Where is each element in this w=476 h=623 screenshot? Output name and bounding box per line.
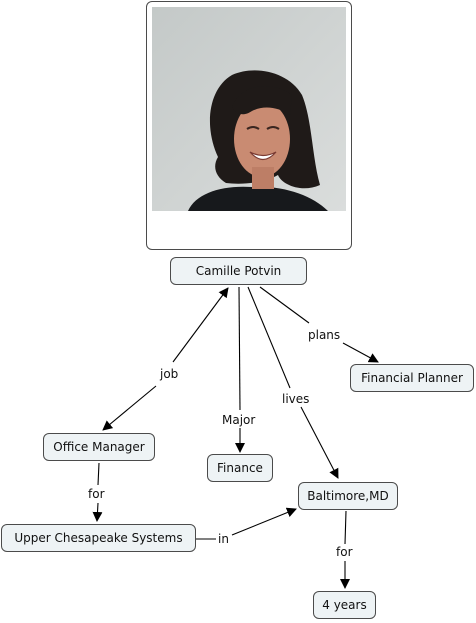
concept-camille-potvin[interactable]: Camille Potvin [170,257,307,285]
link-line-job-2 [172,287,229,363]
link-line-for-1b [92,502,103,522]
link-label-for-office[interactable]: for [86,487,107,501]
link-label-major[interactable]: Major [220,413,258,427]
link-label-lives[interactable]: lives [280,392,312,406]
concept-finance[interactable]: Finance [207,454,273,482]
link-label-job[interactable]: job [158,367,181,381]
link-label-for-baltimore[interactable]: for [334,545,355,559]
link-line-lives-1 [247,286,291,389]
link-line-plans-1 [259,286,310,324]
link-line-major-1 [238,286,241,411]
portrait-frame [146,1,352,250]
concept-four-years[interactable]: 4 years [313,591,376,619]
concept-baltimore[interactable]: Baltimore,MD [298,482,398,510]
link-line-in-2 [231,507,297,536]
concept-upper-chesapeake-systems[interactable]: Upper Chesapeake Systems [1,524,196,552]
link-line-lives-2 [300,406,339,479]
link-line-for-2a [344,510,347,545]
link-line-plans-2 [342,342,379,363]
concept-financial-planner[interactable]: Financial Planner [350,364,474,392]
link-label-in[interactable]: in [216,532,231,546]
link-line-for-1a [97,462,100,486]
link-line-job-1 [102,385,157,431]
concept-office-manager[interactable]: Office Manager [43,433,155,461]
portrait-photo [152,7,346,211]
link-label-plans[interactable]: plans [306,328,343,342]
